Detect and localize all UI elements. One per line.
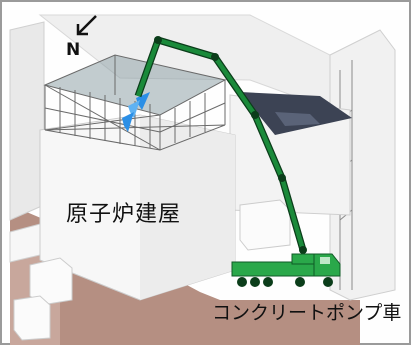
roof-hatch <box>275 112 320 126</box>
north-arrow-icon <box>76 15 97 36</box>
small-block-3 <box>13 295 51 341</box>
pump-truck-label: コンクリートポンプ車 <box>212 302 402 324</box>
ground-area <box>10 205 360 345</box>
small-block-2 <box>29 257 73 306</box>
reactor-building-label: 原子炉建屋 <box>66 202 182 227</box>
left-building <box>9 21 45 221</box>
steel-frame <box>43 54 227 151</box>
north-label: N <box>66 40 81 60</box>
small-block-1 <box>239 199 291 251</box>
right-building <box>329 29 396 301</box>
pump-truck <box>231 253 341 287</box>
reactor-building-side <box>140 115 235 300</box>
pump-boom <box>134 36 307 254</box>
